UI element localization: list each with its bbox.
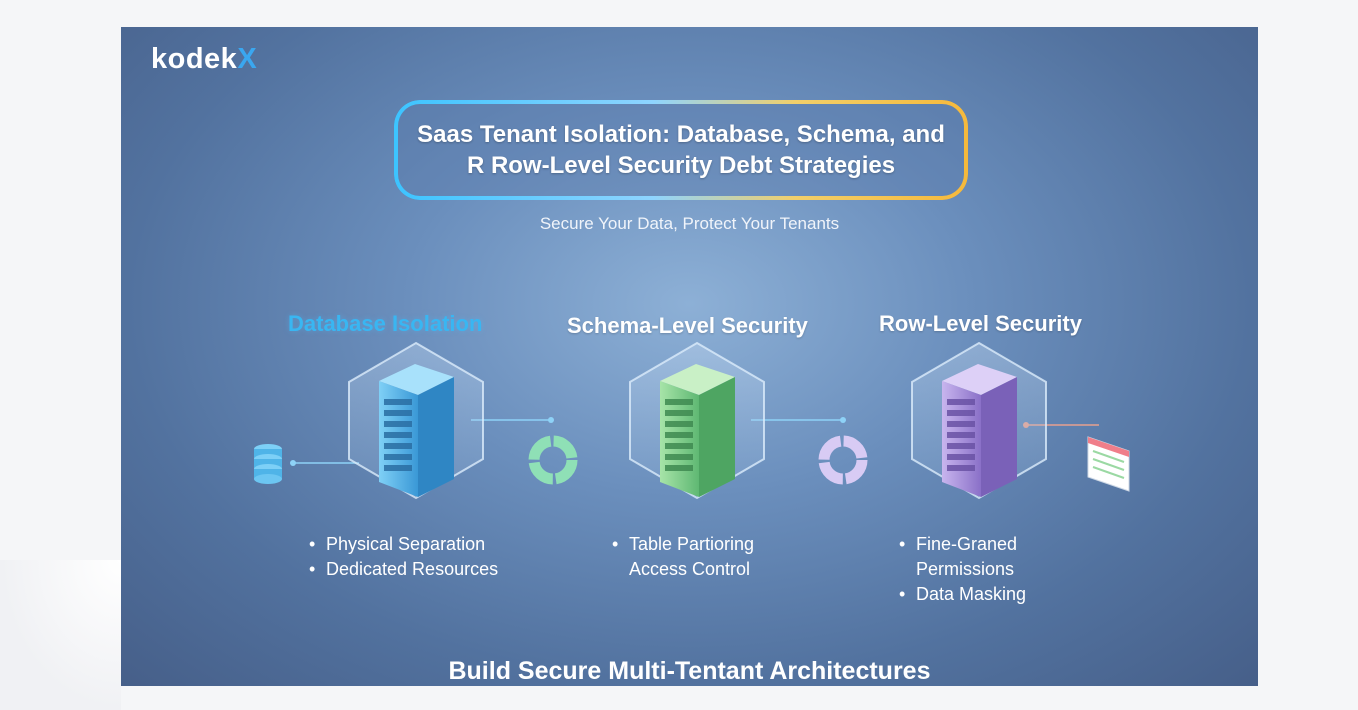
list-item: Dedicated Resources [309,557,498,582]
table-icon [1087,436,1130,492]
database-isolation-server-icon [348,341,484,500]
list-item: Physical Separation [309,532,498,557]
list-item-continuation: Permissions [916,559,1015,579]
schema-level-server-icon [629,341,765,500]
illustration [254,341,1130,500]
row-level-security-title: Row-Level Security [879,311,1082,336]
schema-level-security-title: Schema-Level Security [567,313,808,338]
title-box: Saas Tenant Isolation: Database, Schema,… [394,100,968,200]
list-item: Data Masking [899,582,1026,607]
footer-tagline: Build Secure Multi-Tentant Architectures [448,657,931,685]
slide: kodekX Saas Tenant Isolation: Database, … [121,27,1258,686]
list-item-continuation: Access Control [629,559,751,579]
list-item: Table Partioring [612,532,754,557]
kodekx-logo: kodekX [151,43,258,75]
donut-chart-icon [528,435,578,485]
page-title: Saas Tenant Isolation: Database, Schema,… [417,121,945,179]
subtitle: Secure Your Data, Protect Your Tenants [539,214,840,233]
list-item: Fine-Graned [899,532,1026,557]
page-background [0,560,121,710]
pie-chart-icon [818,435,868,485]
database-isolation-title: Database Isolation [288,311,483,336]
row-level-bullets: Fine-Graned Permissions Data Masking [899,532,1026,607]
database-icon [254,444,282,484]
row-level-server-icon [911,341,1047,500]
database-isolation-bullets: Physical Separation Dedicated Resources [309,532,498,582]
schema-level-bullets: Table Partioring Access Control [612,532,754,582]
